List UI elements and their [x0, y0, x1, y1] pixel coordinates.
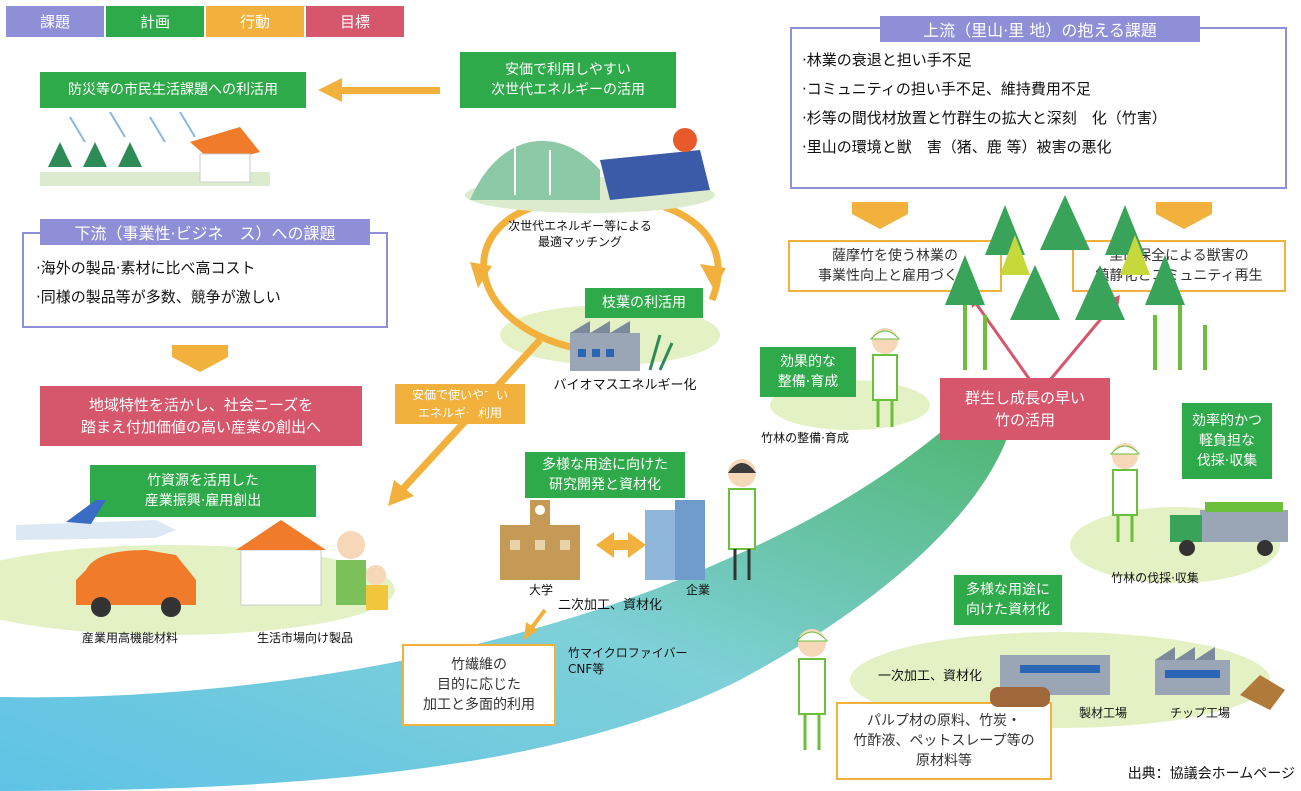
truck-icon: [1170, 502, 1288, 556]
biomass-factory-icon: [570, 321, 674, 371]
downstream-issue-item: ·同様の製品等が多数、競争が激しい: [36, 288, 281, 306]
legend-issue: 課題: [6, 6, 104, 37]
downstream-issues-panel: [22, 232, 388, 328]
consumer-product-label: 生活市場向け製品: [256, 631, 353, 645]
biomass-label: バイオマスエネルギー化: [553, 378, 697, 393]
worker-figure: [795, 629, 829, 750]
bamboo-industry-box: 竹資源を活用した 産業振興·雇用創出: [90, 465, 316, 517]
regional-industry-goal-box: 地域特性を活かし、社会ニーズを 踏まえ付加価値の高い産業の創出へ: [40, 386, 362, 446]
cnf-label: 竹マイクロファイバー CNF等: [568, 646, 688, 676]
downstream-issues-list: ·海外の製品·素材に比べ高コスト ·同様の製品等が多数、競争が激しい: [36, 254, 281, 312]
materials-box: 多様な用途に 向けた資材化: [954, 575, 1062, 625]
factories-illustration: [990, 647, 1285, 710]
arrow-diagonal-icon: [397, 337, 543, 495]
double-arrow-icon: [596, 532, 646, 558]
legend-plan: 計画: [106, 6, 204, 37]
upstream-issues-title: 上流（里山·里 地）の抱える課題: [880, 16, 1200, 42]
energy-illustration: [465, 128, 715, 213]
university-company-illustration: [500, 500, 705, 580]
downstream-issues-title: 下流（事業性·ビジネ ス）への課題: [40, 219, 370, 245]
research-box: 多様な用途に向けた 研究開発と資材化: [525, 452, 685, 498]
cycle-arrow-down-icon: [700, 264, 726, 290]
secondary-processing-label: 二次加工、資材化: [557, 598, 662, 613]
legend-action: 行動: [206, 6, 304, 37]
high-function-material-label: 産業用高機能材料: [81, 631, 178, 645]
upstream-issue-item: ·林業の衰退と担い手不足: [802, 51, 972, 69]
worker-figure: [1109, 443, 1141, 542]
disaster-use-box: 防災等の市民生活課題への利活用: [40, 72, 306, 108]
satsuma-bamboo-box: 薩摩竹を使う林業の 事業性向上と雇用づくり: [788, 240, 1002, 292]
forest-illustration: [945, 195, 1207, 370]
storm-house-illustration: [40, 112, 270, 186]
upstream-issue-item: ·杉等の間伐材放置と竹群生の拡大と深刻 化（竹害）: [802, 109, 1167, 127]
branch-use-box: 枝葉の利活用: [585, 288, 703, 318]
university-label: 大学: [528, 583, 553, 597]
arrow-left-icon: [318, 78, 440, 102]
matching-label: 次世代エネルギー等による 最適マッチング: [508, 219, 652, 249]
bamboo-use-goal-box: 群生し成長の早い 竹の活用: [940, 378, 1110, 440]
upstream-issues-list: ·林業の衰退と担い手不足 ·コミュニティの担い手不足、維持費用不足 ·杉等の間伐…: [802, 46, 1167, 162]
arrow-down-icon: [172, 345, 228, 372]
effective-care-box: 効果的な 整備·育成: [760, 347, 856, 397]
source-caption: 出典：協議会ホームページ: [1127, 766, 1295, 782]
bamboo-fiber-box: 竹繊維の 目的に応じた 加工と多面的利用: [402, 644, 556, 726]
arrow-down-icon: [852, 202, 908, 229]
chip-factory-label: チップ工場: [1169, 706, 1230, 720]
primary-processing-label: 一次加工、資材化: [877, 669, 982, 684]
cycle-arrow-up-icon: [470, 262, 492, 288]
sawmill-label: 製材工場: [1078, 706, 1127, 720]
travel-illustration: [16, 500, 388, 617]
upstream-issue-item: ·里山の環境と獣 害（猪、鹿 等）被害の悪化: [802, 138, 1112, 156]
efficient-harvest-box: 効率的かつ 軽負担な 伐採·収集: [1182, 403, 1272, 479]
legend-goal: 目標: [306, 6, 404, 37]
arrow-down-icon: [1156, 202, 1212, 229]
company-label: 企業: [685, 583, 710, 597]
upstream-issues-panel: [790, 27, 1287, 189]
researcher-figure: [728, 459, 756, 580]
harvest-label: 竹林の伐採·収集: [1111, 571, 1199, 585]
worker-figure: [869, 328, 901, 427]
upstream-issue-item: ·コミュニティの担い手不足、維持費用不足: [802, 80, 1091, 98]
downstream-issue-item: ·海外の製品·素材に比べ高コスト: [36, 259, 256, 277]
next-gen-energy-box: 安価で利用しやすい 次世代エネルギーの活用: [460, 52, 676, 108]
pulp-materials-box: パルプ材の原料、竹炭・ 竹酢液、ペットスレープ等の 原材料等: [836, 702, 1052, 780]
forest-care-label: 竹林の整備·育成: [761, 431, 849, 445]
